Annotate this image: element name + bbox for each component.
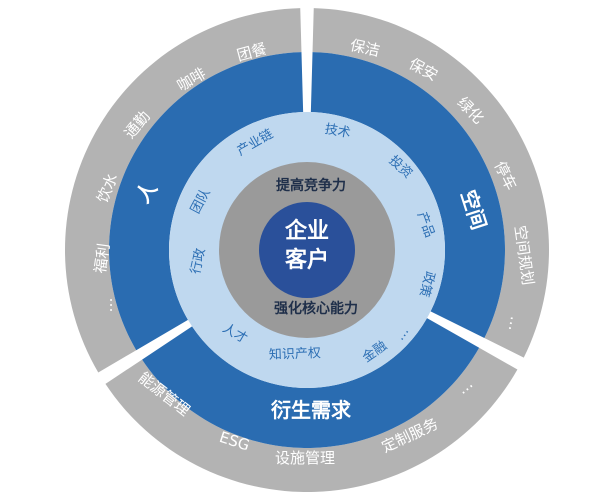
people-item-welfare: 福利: [91, 242, 113, 274]
core-circle: [259, 202, 355, 298]
core-label-line1: 企业: [284, 218, 329, 244]
core-capability-label: 强化核心能力: [274, 300, 358, 317]
core-label-line2: 客户: [285, 247, 329, 273]
competitiveness-label: 提高竞争力: [276, 177, 346, 194]
people-item-ellipsis: …: [98, 298, 116, 313]
segment-derived-label: 衍生需求: [271, 398, 352, 422]
light-item-technology: 技术: [323, 122, 351, 141]
light-item-ip: 知识产权: [269, 345, 322, 363]
outer-ring-people: [64, 8, 302, 373]
outer-ring-derived: [105, 347, 518, 492]
light-item-admin: 行政: [189, 247, 209, 276]
light-item-policy: 政策: [416, 269, 438, 298]
outer-ring-space: [312, 8, 550, 358]
space-item-ellipsis: …: [505, 315, 525, 333]
derived-item-facility: 设施管理: [275, 449, 335, 467]
dark-ring-people: [108, 52, 304, 351]
space-item-cleaning: 保洁: [348, 36, 381, 60]
dark-ring-space: [310, 52, 505, 339]
dark-ring-derived: [142, 318, 480, 449]
ring-layers: [64, 8, 550, 492]
